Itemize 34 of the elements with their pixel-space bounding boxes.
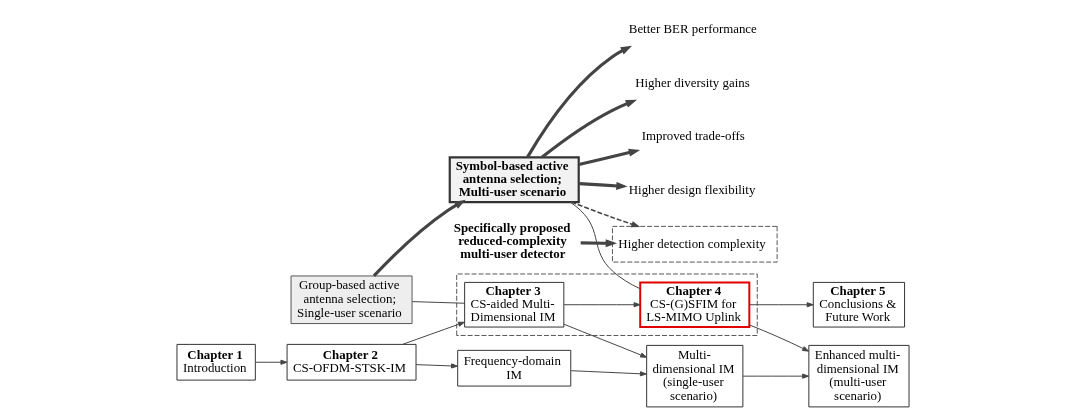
node-box: Chapter 5 Conclusions & Future Work: [812, 281, 906, 328]
arrow: [563, 302, 641, 308]
node-box: Chapter 4 CS-(G)SFIM for LS-MIMO Uplink: [639, 281, 751, 329]
node-box: Group-based active antenna selection; Single-user scenario: [290, 275, 413, 325]
node-box: Frequency-domain IM: [457, 349, 572, 387]
node-box: Chapter 2 CS-OFDM-STSK-IM: [286, 343, 417, 381]
arrow: [415, 363, 458, 369]
node-text: Higher design flexibility: [628, 183, 756, 198]
arrow: [578, 181, 628, 190]
node-box: Chapter 3 CS-aided Multi-Dimensional IM: [464, 281, 565, 328]
node-box: Multi-dimensional IM (single-user scenario): [646, 344, 744, 408]
arrow: [563, 323, 648, 358]
arrow: [580, 239, 617, 248]
node-box: Enhanced multi-dimensional IM (multi-user scenario): [808, 344, 910, 408]
node-box: Chapter 1 Introduction: [176, 343, 256, 381]
node-text: Better BER performance: [628, 22, 757, 37]
node-box: Symbol-based active antenna selection; Multi-user scenario: [448, 156, 580, 204]
connector: [411, 301, 466, 304]
arrow: [742, 373, 810, 379]
arrow: [570, 370, 647, 377]
arrow: [254, 359, 288, 365]
arrow: [526, 45, 633, 159]
arrow: [578, 148, 641, 167]
node-text: Higher diversity gains: [635, 75, 750, 90]
arrow: [570, 201, 641, 228]
node-text: Specifically proposed reduced-complexity multi-user detector: [453, 221, 571, 262]
arrow: [540, 99, 637, 159]
arrow: [372, 199, 466, 278]
arrow: [748, 324, 810, 352]
arrow: [402, 321, 465, 345]
connector: [569, 201, 641, 290]
arrow: [749, 302, 814, 308]
node-text: Improved trade-offs: [641, 129, 745, 144]
node-box: Higher detection complexity: [611, 225, 778, 263]
